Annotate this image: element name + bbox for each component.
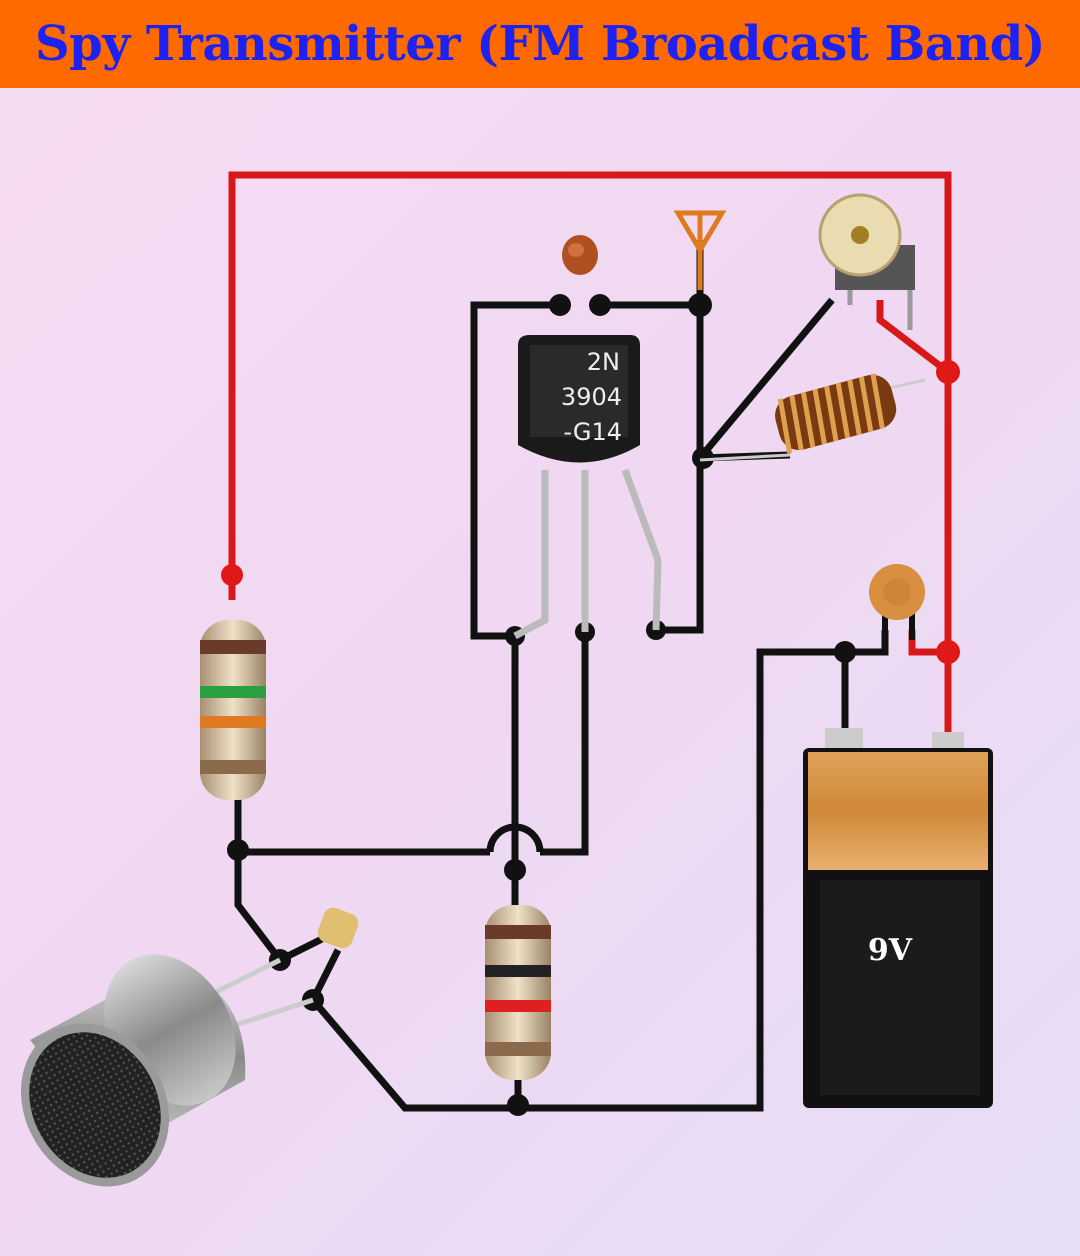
ceramic-capacitor-decoupling	[869, 564, 925, 640]
antenna-icon	[673, 210, 727, 290]
ceramic-capacitor-mic	[317, 907, 359, 949]
transistor-marking-1: 2N	[587, 348, 620, 376]
trimmer-potentiometer	[818, 193, 915, 330]
page-title: Spy Transmitter (FM Broadcast Band)	[34, 16, 1046, 72]
transistor-2n3904: 2N 3904 -G14	[513, 335, 662, 640]
battery-9v: 9V	[803, 728, 993, 1108]
microphone	[20, 954, 314, 1187]
resistor-bias	[200, 620, 266, 800]
title-bar: Spy Transmitter (FM Broadcast Band)	[0, 0, 1080, 88]
transistor-marking-3: -G14	[563, 418, 622, 446]
transistor-marking-2: 3904	[561, 383, 622, 411]
resistor-emitter	[485, 905, 551, 1080]
battery-label: 9V	[868, 933, 913, 968]
positive-junctions	[221, 360, 960, 664]
inductor-coil	[699, 373, 926, 462]
ceramic-capacitor-small	[562, 235, 598, 275]
